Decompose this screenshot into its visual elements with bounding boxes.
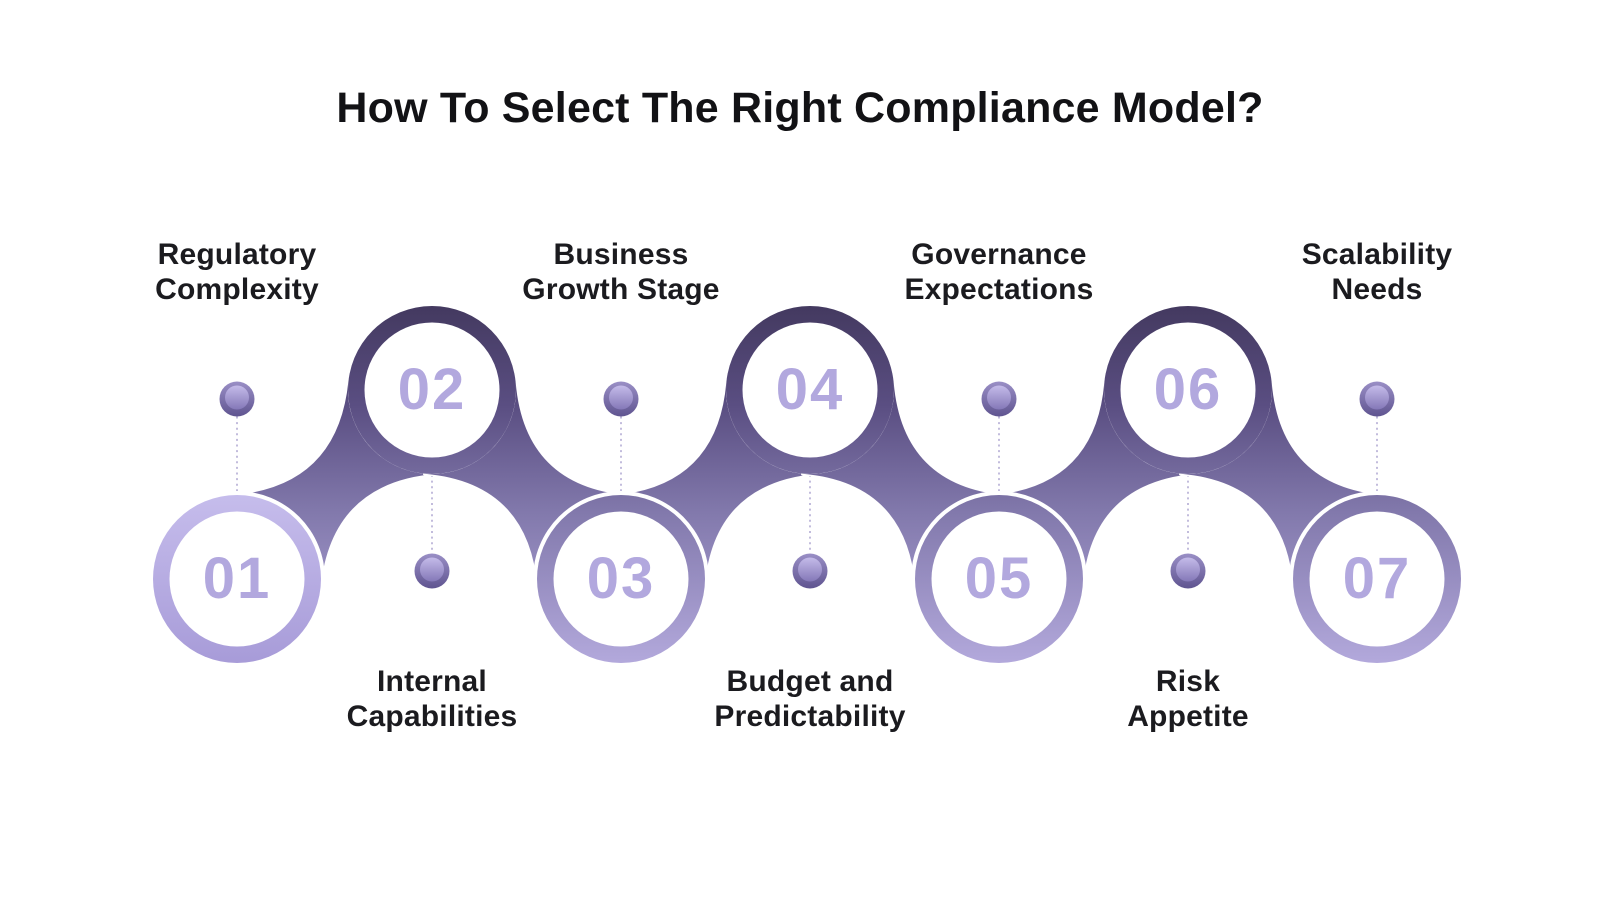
step-number-07: 07 (1342, 546, 1412, 611)
leader-lines (236, 416, 1378, 553)
step-number-01: 01 (202, 546, 272, 611)
marker-dot (792, 553, 828, 589)
step-label-line: Capabilities (346, 700, 518, 733)
circle-ring-06 (1104, 306, 1272, 474)
step-number-03: 03 (586, 546, 656, 611)
marker-dot (1170, 553, 1206, 589)
step-label-line: Appetite (1127, 700, 1249, 733)
circle-core (364, 322, 500, 458)
step-label-line: Growth Stage (522, 273, 720, 306)
circle-ring-04 (726, 306, 894, 474)
marker-dot (1359, 381, 1395, 417)
page-title: How To Select The Right Compliance Model… (336, 84, 1264, 132)
circle-core (742, 322, 878, 458)
marker-dots (219, 381, 1395, 589)
circle-ring-07 (1289, 491, 1465, 667)
circle-core (931, 511, 1067, 647)
step-number-06: 06 (1153, 357, 1223, 422)
step-label-line: Expectations (904, 273, 1094, 306)
circle-ring-02 (348, 306, 516, 474)
circle-ring-03 (533, 491, 709, 667)
circle-core (553, 511, 689, 647)
step-label-line: Complexity (155, 273, 319, 306)
step-label-line: Risk (1155, 665, 1221, 698)
marker-dot (414, 553, 450, 589)
circle-core (169, 511, 305, 647)
circle-core (1120, 322, 1256, 458)
marker-dot (981, 381, 1017, 417)
step-label-line: Budget and (726, 665, 894, 698)
circle-ring-01 (149, 491, 325, 667)
step-label-line: Governance (911, 238, 1087, 271)
step-number-02: 02 (397, 357, 467, 422)
marker-dot (219, 381, 255, 417)
step-label-line: Business (553, 238, 689, 271)
circle-ring-05 (911, 491, 1087, 667)
step-circles (149, 306, 1465, 667)
step-label-line: Scalability (1301, 238, 1453, 271)
marker-dot (603, 381, 639, 417)
step-label-line: Needs (1331, 273, 1423, 306)
step-number-05: 05 (964, 546, 1034, 611)
step-number-04: 04 (775, 357, 845, 422)
circle-core (1309, 511, 1445, 647)
step-label-line: Internal (377, 665, 487, 698)
step-label-line: Predictability (714, 700, 906, 733)
step-label-line: Regulatory (157, 238, 317, 271)
